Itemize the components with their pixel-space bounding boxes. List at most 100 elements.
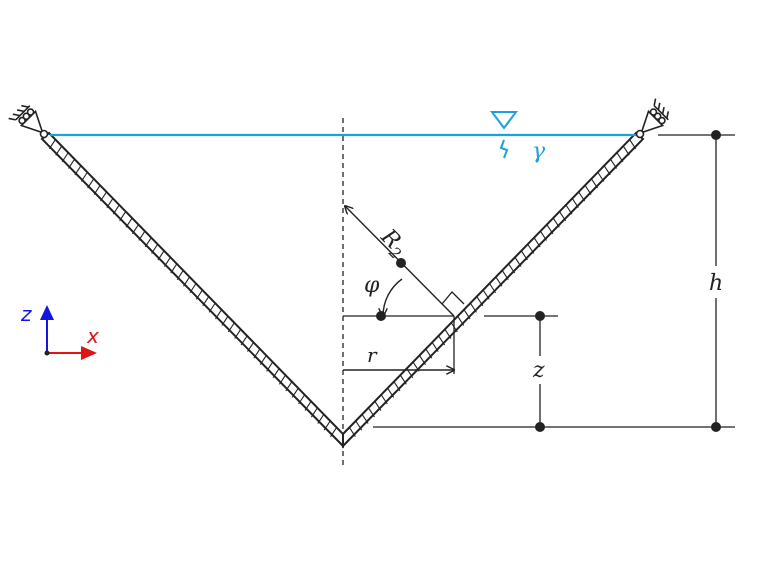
hatch-tick xyxy=(317,414,325,424)
hatch-tick xyxy=(310,407,318,418)
hatch-tick xyxy=(539,230,547,241)
hatch-tick xyxy=(247,342,254,352)
h-bottom-point xyxy=(711,422,721,432)
left-wall-hatching xyxy=(48,139,338,437)
x-axis-arrowhead xyxy=(81,346,97,360)
hatch-tick xyxy=(520,250,528,261)
hatch-tick xyxy=(183,276,191,287)
hatch-tick xyxy=(195,289,203,300)
hatch-tick xyxy=(298,394,306,405)
hatch-tick xyxy=(616,152,624,163)
h-dim-label: h xyxy=(709,271,723,296)
hatch-tick xyxy=(189,283,197,294)
hatch-tick xyxy=(266,361,274,372)
hatch-tick xyxy=(106,198,114,208)
hatch-tick xyxy=(368,407,375,418)
hatch-tick xyxy=(393,381,401,392)
hatch-tick xyxy=(514,257,522,267)
phi-angle-arc xyxy=(383,278,403,316)
hatch-tick xyxy=(425,348,433,359)
radius-point xyxy=(396,258,406,268)
hatch-tick xyxy=(463,309,471,320)
hatch-tick xyxy=(151,243,159,254)
z-axis-arrowhead xyxy=(40,305,54,320)
hatch-tick xyxy=(476,296,484,307)
hatch-tick xyxy=(438,335,446,346)
hatch-tick xyxy=(527,243,535,254)
hatch-tick xyxy=(234,329,242,339)
hatch-tick xyxy=(457,315,465,326)
hatch-tick xyxy=(278,374,286,385)
right-angle-mark xyxy=(441,291,465,305)
right-wall-hatching xyxy=(348,139,637,437)
hatch-tick xyxy=(221,315,229,326)
hatch-tick xyxy=(138,230,146,241)
hatch-tick xyxy=(131,224,139,235)
hatch-tick xyxy=(323,420,331,431)
hatch-tick xyxy=(590,178,598,189)
hatch-tick xyxy=(61,152,69,163)
hatch-tick xyxy=(112,204,120,215)
hatch-tick xyxy=(240,335,248,346)
hatch-tick xyxy=(80,171,88,182)
hatch-tick xyxy=(163,257,171,267)
R2-label: R2 xyxy=(373,224,412,263)
hatch-tick xyxy=(578,191,586,202)
gamma-label: γ xyxy=(532,139,546,164)
hatch-tick xyxy=(552,217,560,228)
hatch-tick xyxy=(610,158,618,169)
hatch-tick xyxy=(387,387,395,398)
hatch-tick xyxy=(93,185,101,195)
phi-label: φ xyxy=(364,273,380,298)
hatch-tick xyxy=(418,355,426,366)
z-axis-label: z xyxy=(20,302,32,326)
hatch-tick xyxy=(304,400,312,411)
hatch-tick xyxy=(170,263,178,274)
hatch-tick xyxy=(559,211,567,222)
hatch-tick xyxy=(495,276,503,287)
hatch-tick xyxy=(355,420,363,431)
hatch-tick xyxy=(157,250,165,261)
water-level-symbol xyxy=(490,111,518,159)
z-dim-label: z xyxy=(532,358,545,383)
hatch-tick xyxy=(259,355,267,366)
hatch-tick xyxy=(482,289,490,300)
hatch-tick xyxy=(348,427,356,437)
hatch-tick xyxy=(622,145,630,156)
hatch-tick xyxy=(374,400,382,411)
hatch-tick xyxy=(431,342,439,352)
hatch-tick xyxy=(571,198,579,208)
hatch-tick xyxy=(144,237,152,248)
hatch-tick xyxy=(100,191,107,202)
x-axis-label: x xyxy=(86,324,99,348)
hatch-tick xyxy=(546,224,554,235)
coordinate-axes: z x xyxy=(20,302,99,360)
hatch-tick xyxy=(48,139,56,150)
hatch-tick xyxy=(603,165,611,176)
right-support-icon xyxy=(635,98,670,139)
hatch-tick xyxy=(285,381,293,392)
hatch-tick xyxy=(469,302,477,313)
hatch-tick xyxy=(489,283,497,294)
hatch-tick xyxy=(227,322,235,333)
hatch-tick xyxy=(87,178,95,189)
hatch-tick xyxy=(119,211,127,222)
axes-origin xyxy=(44,350,50,356)
hatch-tick xyxy=(565,204,573,215)
hatch-tick xyxy=(202,296,210,307)
hatch-tick xyxy=(597,171,605,182)
hatch-tick xyxy=(629,139,637,150)
hatch-tick xyxy=(361,414,369,424)
hatch-tick xyxy=(253,348,261,359)
hatch-tick xyxy=(125,217,133,228)
hatch-tick xyxy=(68,158,76,169)
h-top-point xyxy=(711,130,721,140)
hatch-tick xyxy=(501,270,509,280)
left-support-icon xyxy=(8,104,49,139)
cone-shell xyxy=(40,131,645,449)
hatch-tick xyxy=(533,237,541,248)
hatch-tick xyxy=(399,374,407,385)
r-label: r xyxy=(367,343,378,367)
hatch-tick xyxy=(208,302,216,313)
